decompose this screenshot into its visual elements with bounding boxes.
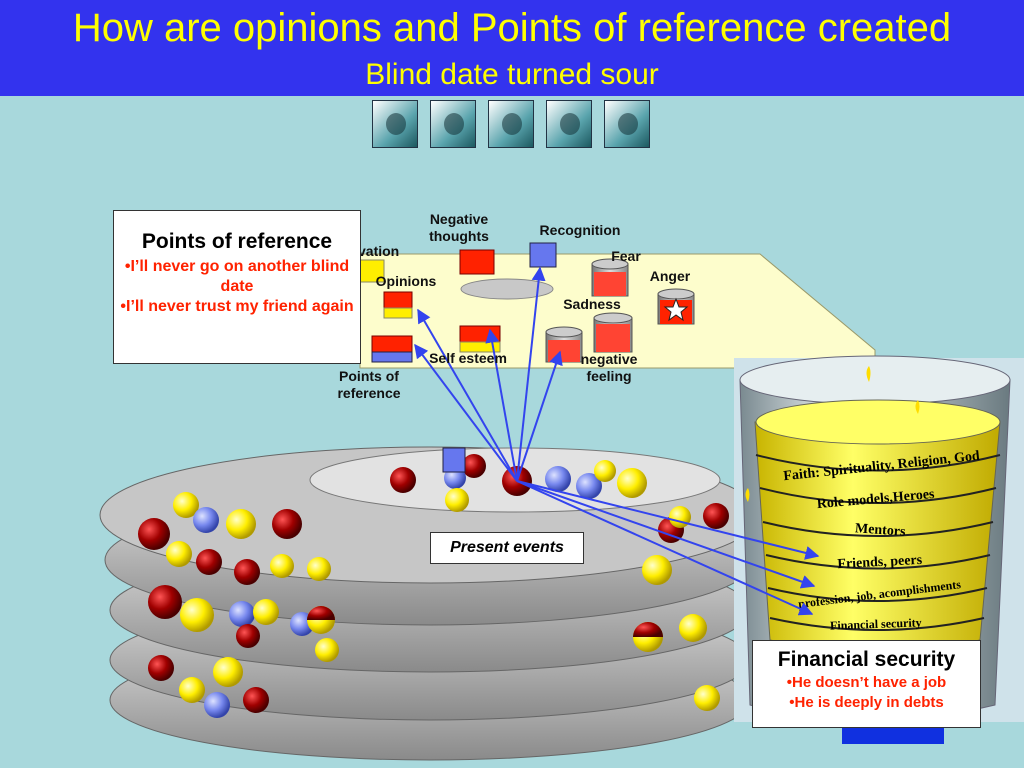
cube-opinions: [383, 291, 413, 319]
label-negative-thoughts: Negative thoughts: [429, 211, 489, 244]
arrows: [414, 266, 820, 616]
hand-icon: [604, 100, 650, 148]
arrow-to-recognition: [516, 266, 546, 482]
memory-balls: [138, 447, 729, 718]
present-events-box: Present events: [430, 532, 584, 564]
present-events-label: Present events: [450, 539, 564, 556]
label-fear: Fear: [611, 248, 641, 264]
financial-security-box-title: Financial security: [777, 648, 956, 671]
layer-label-friends: Friends, peers: [837, 553, 923, 572]
mouth-icon: [546, 100, 592, 148]
arrow-to-negative-feeling: [516, 350, 563, 482]
arrow-to-profession: [516, 480, 816, 589]
header-bar: How are opinions and Points of reference…: [0, 0, 1024, 96]
arrow-to-opinions: [417, 308, 518, 482]
page-title: How are opinions and Points of reference…: [72, 6, 952, 50]
cup-sadness: [593, 312, 633, 353]
points-of-reference-item: •I’ll never go on another blind date: [124, 258, 350, 295]
financial-security-box: Financial security •He doesn’t have a jo…: [752, 640, 981, 728]
label-anger: Anger: [649, 268, 691, 284]
label-opinions: Opinions: [375, 273, 437, 289]
arrow-to-points-of-reference: [414, 343, 518, 482]
label-sadness: Sadness: [563, 296, 621, 312]
sense-icons: [372, 100, 650, 150]
arrow-to-friends: [516, 480, 820, 560]
points-of-reference-item: •I’ll never trust my friend again: [120, 298, 354, 315]
arrow-to-financial: [516, 480, 814, 616]
layer-label-financial: Financial security: [830, 615, 922, 632]
label-self-esteem: Self esteem: [429, 350, 507, 366]
points-of-reference-box-title: Points of reference: [141, 230, 333, 253]
eye-icon: [488, 100, 534, 148]
layer-label-mentors: Mentors: [855, 521, 907, 540]
cup-anger: [657, 288, 695, 325]
financial-security-item: •He doesn’t have a job: [786, 674, 947, 691]
page-subtitle: Blind date turned sour: [365, 58, 659, 91]
cube-negative-thoughts: [459, 249, 495, 275]
cube-recognition: [529, 242, 557, 268]
financial-security-item: •He is deeply in debts: [789, 694, 944, 711]
label-negative-feeling: negative feeling: [580, 351, 638, 384]
cup-fear: [591, 258, 629, 297]
label-recognition: Recognition: [539, 222, 621, 238]
arrow-to-self-esteem: [485, 328, 518, 482]
nose-icon: [430, 100, 476, 148]
label-motivation: vation: [358, 243, 400, 259]
label-points-of-reference: Points of reference: [337, 368, 401, 401]
cube-points-of-reference: [371, 335, 413, 363]
points-of-reference-box: Points of reference •I’ll never go on an…: [113, 210, 361, 364]
ear-icon: [372, 100, 418, 148]
